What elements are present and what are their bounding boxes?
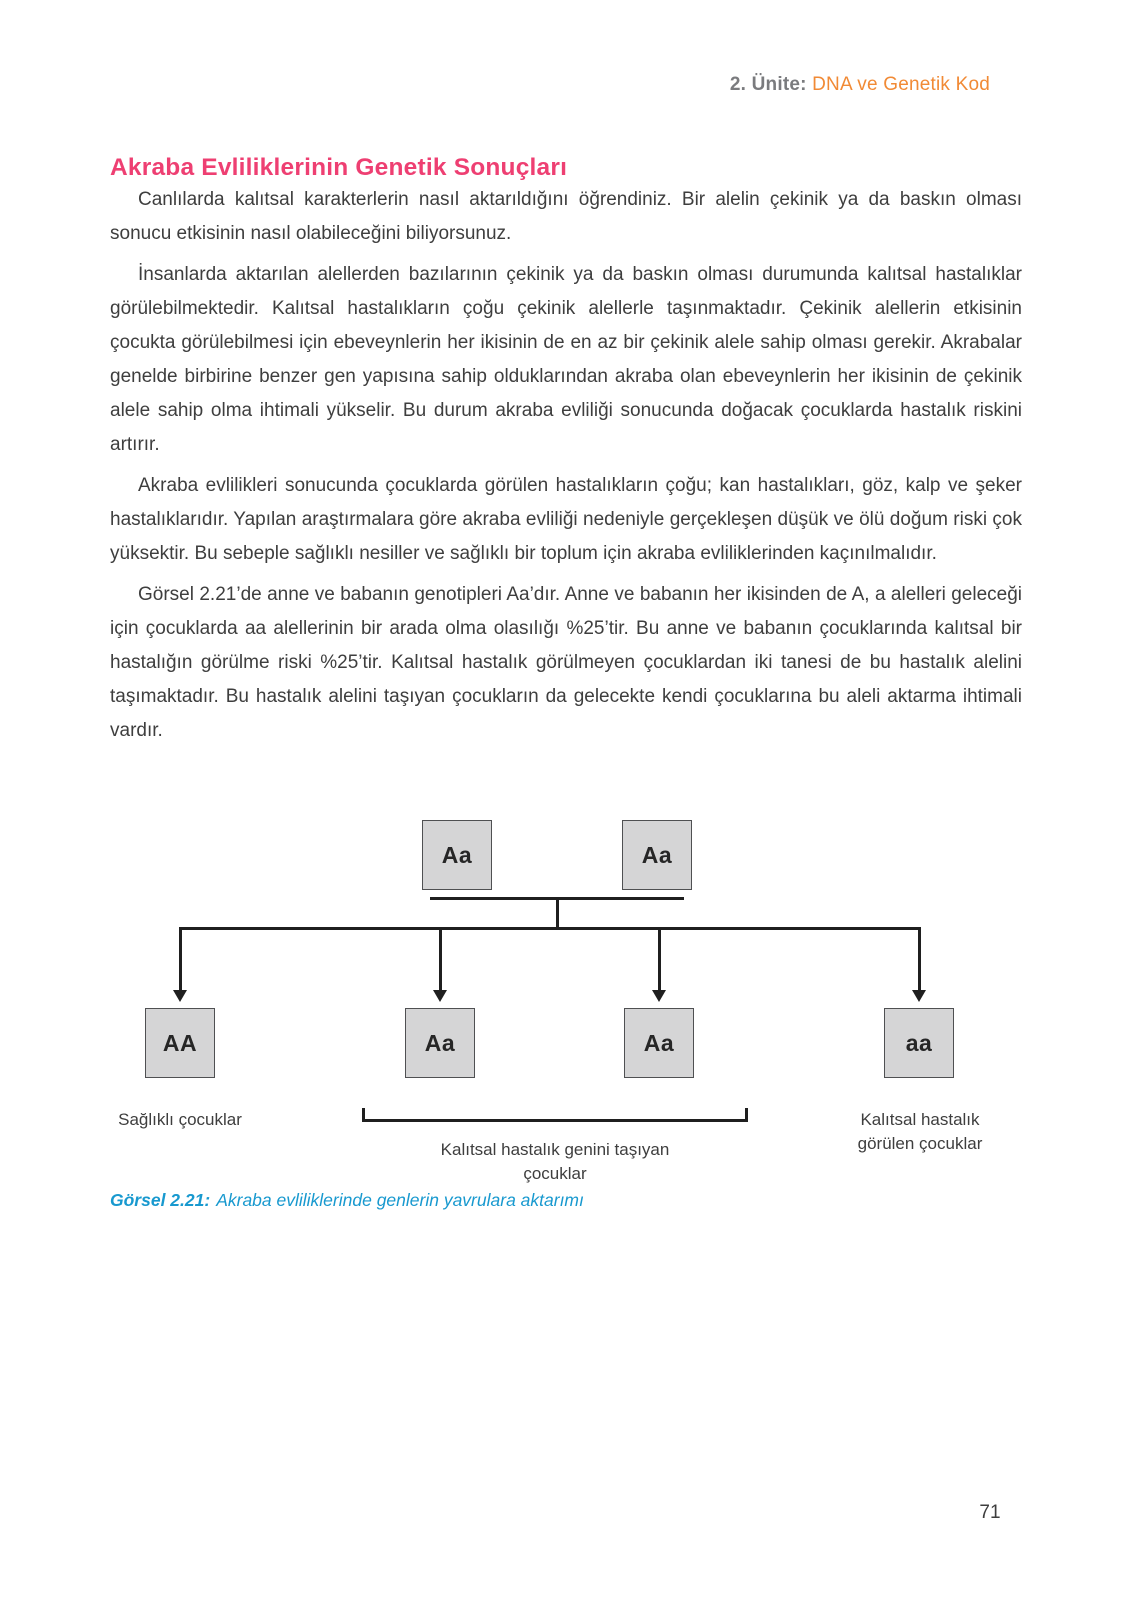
figure-caption-label: Görsel 2.21: [110, 1190, 211, 1210]
parent-box-2: Aa [622, 820, 692, 890]
page-number: 71 [979, 1502, 1001, 1523]
arrow-stem-3 [657, 927, 661, 990]
child-box-2: Aa [405, 1008, 475, 1078]
arrow-down-icon [912, 990, 926, 1002]
unit-header: 2. Ünite: DNA ve Genetik Kod [110, 74, 990, 96]
label-healthy-children: Sağlıklı çocuklar [118, 1110, 242, 1129]
child-box-3: Aa [624, 1008, 694, 1078]
child-box-1: AA [145, 1008, 215, 1078]
label-affected-line2: görülen çocuklar [857, 1134, 983, 1153]
arrow-stem-4 [917, 927, 921, 990]
child-box-4: aa [884, 1008, 954, 1078]
carrier-bracket [362, 1108, 748, 1122]
figure-caption: Görsel 2.21:Akraba evliliklerinde genler… [110, 1190, 1022, 1211]
parent-box-1: Aa [422, 820, 492, 890]
body-text: Canlılarda kalıtsal karakterlerin nasıl … [110, 183, 1022, 755]
descent-line [555, 897, 559, 930]
label-carrier-line1: Kalıtsal hastalık genini taşıyan [440, 1140, 670, 1159]
unit-title: DNA ve Genetik Kod [812, 74, 990, 95]
paragraph-1: Canlılarda kalıtsal karakterlerin nasıl … [110, 189, 1022, 244]
paragraph-3: Akraba evlilikleri sonucunda çocuklarda … [110, 475, 1022, 564]
label-carrier-line2: çocuklar [523, 1164, 587, 1183]
unit-number-label: 2. Ünite: [729, 74, 807, 95]
arrow-stem-1 [178, 927, 182, 990]
section-title: Akraba Evliliklerinin Genetik Sonuçları [110, 154, 568, 182]
label-affected-line1: Kalıtsal hastalık [860, 1110, 980, 1129]
paragraph-4: Görsel 2.21’de anne ve babanın genotiple… [110, 584, 1022, 741]
sibling-line [178, 927, 921, 930]
marriage-line [430, 897, 684, 900]
figure-caption-text: Akraba evliliklerinde genlerin yavrulara… [216, 1190, 584, 1210]
arrow-down-icon [173, 990, 187, 1002]
label-carrier-children: Kalıtsal hastalık genini taşıyan çocukla… [405, 1138, 705, 1186]
arrow-down-icon [652, 990, 666, 1002]
label-affected-children: Kalıtsal hastalık görülen çocuklar [810, 1108, 1030, 1156]
paragraph-2: İnsanlarda aktarılan alellerden bazıları… [110, 264, 1022, 455]
arrow-stem-2 [438, 927, 442, 990]
arrow-down-icon [433, 990, 447, 1002]
